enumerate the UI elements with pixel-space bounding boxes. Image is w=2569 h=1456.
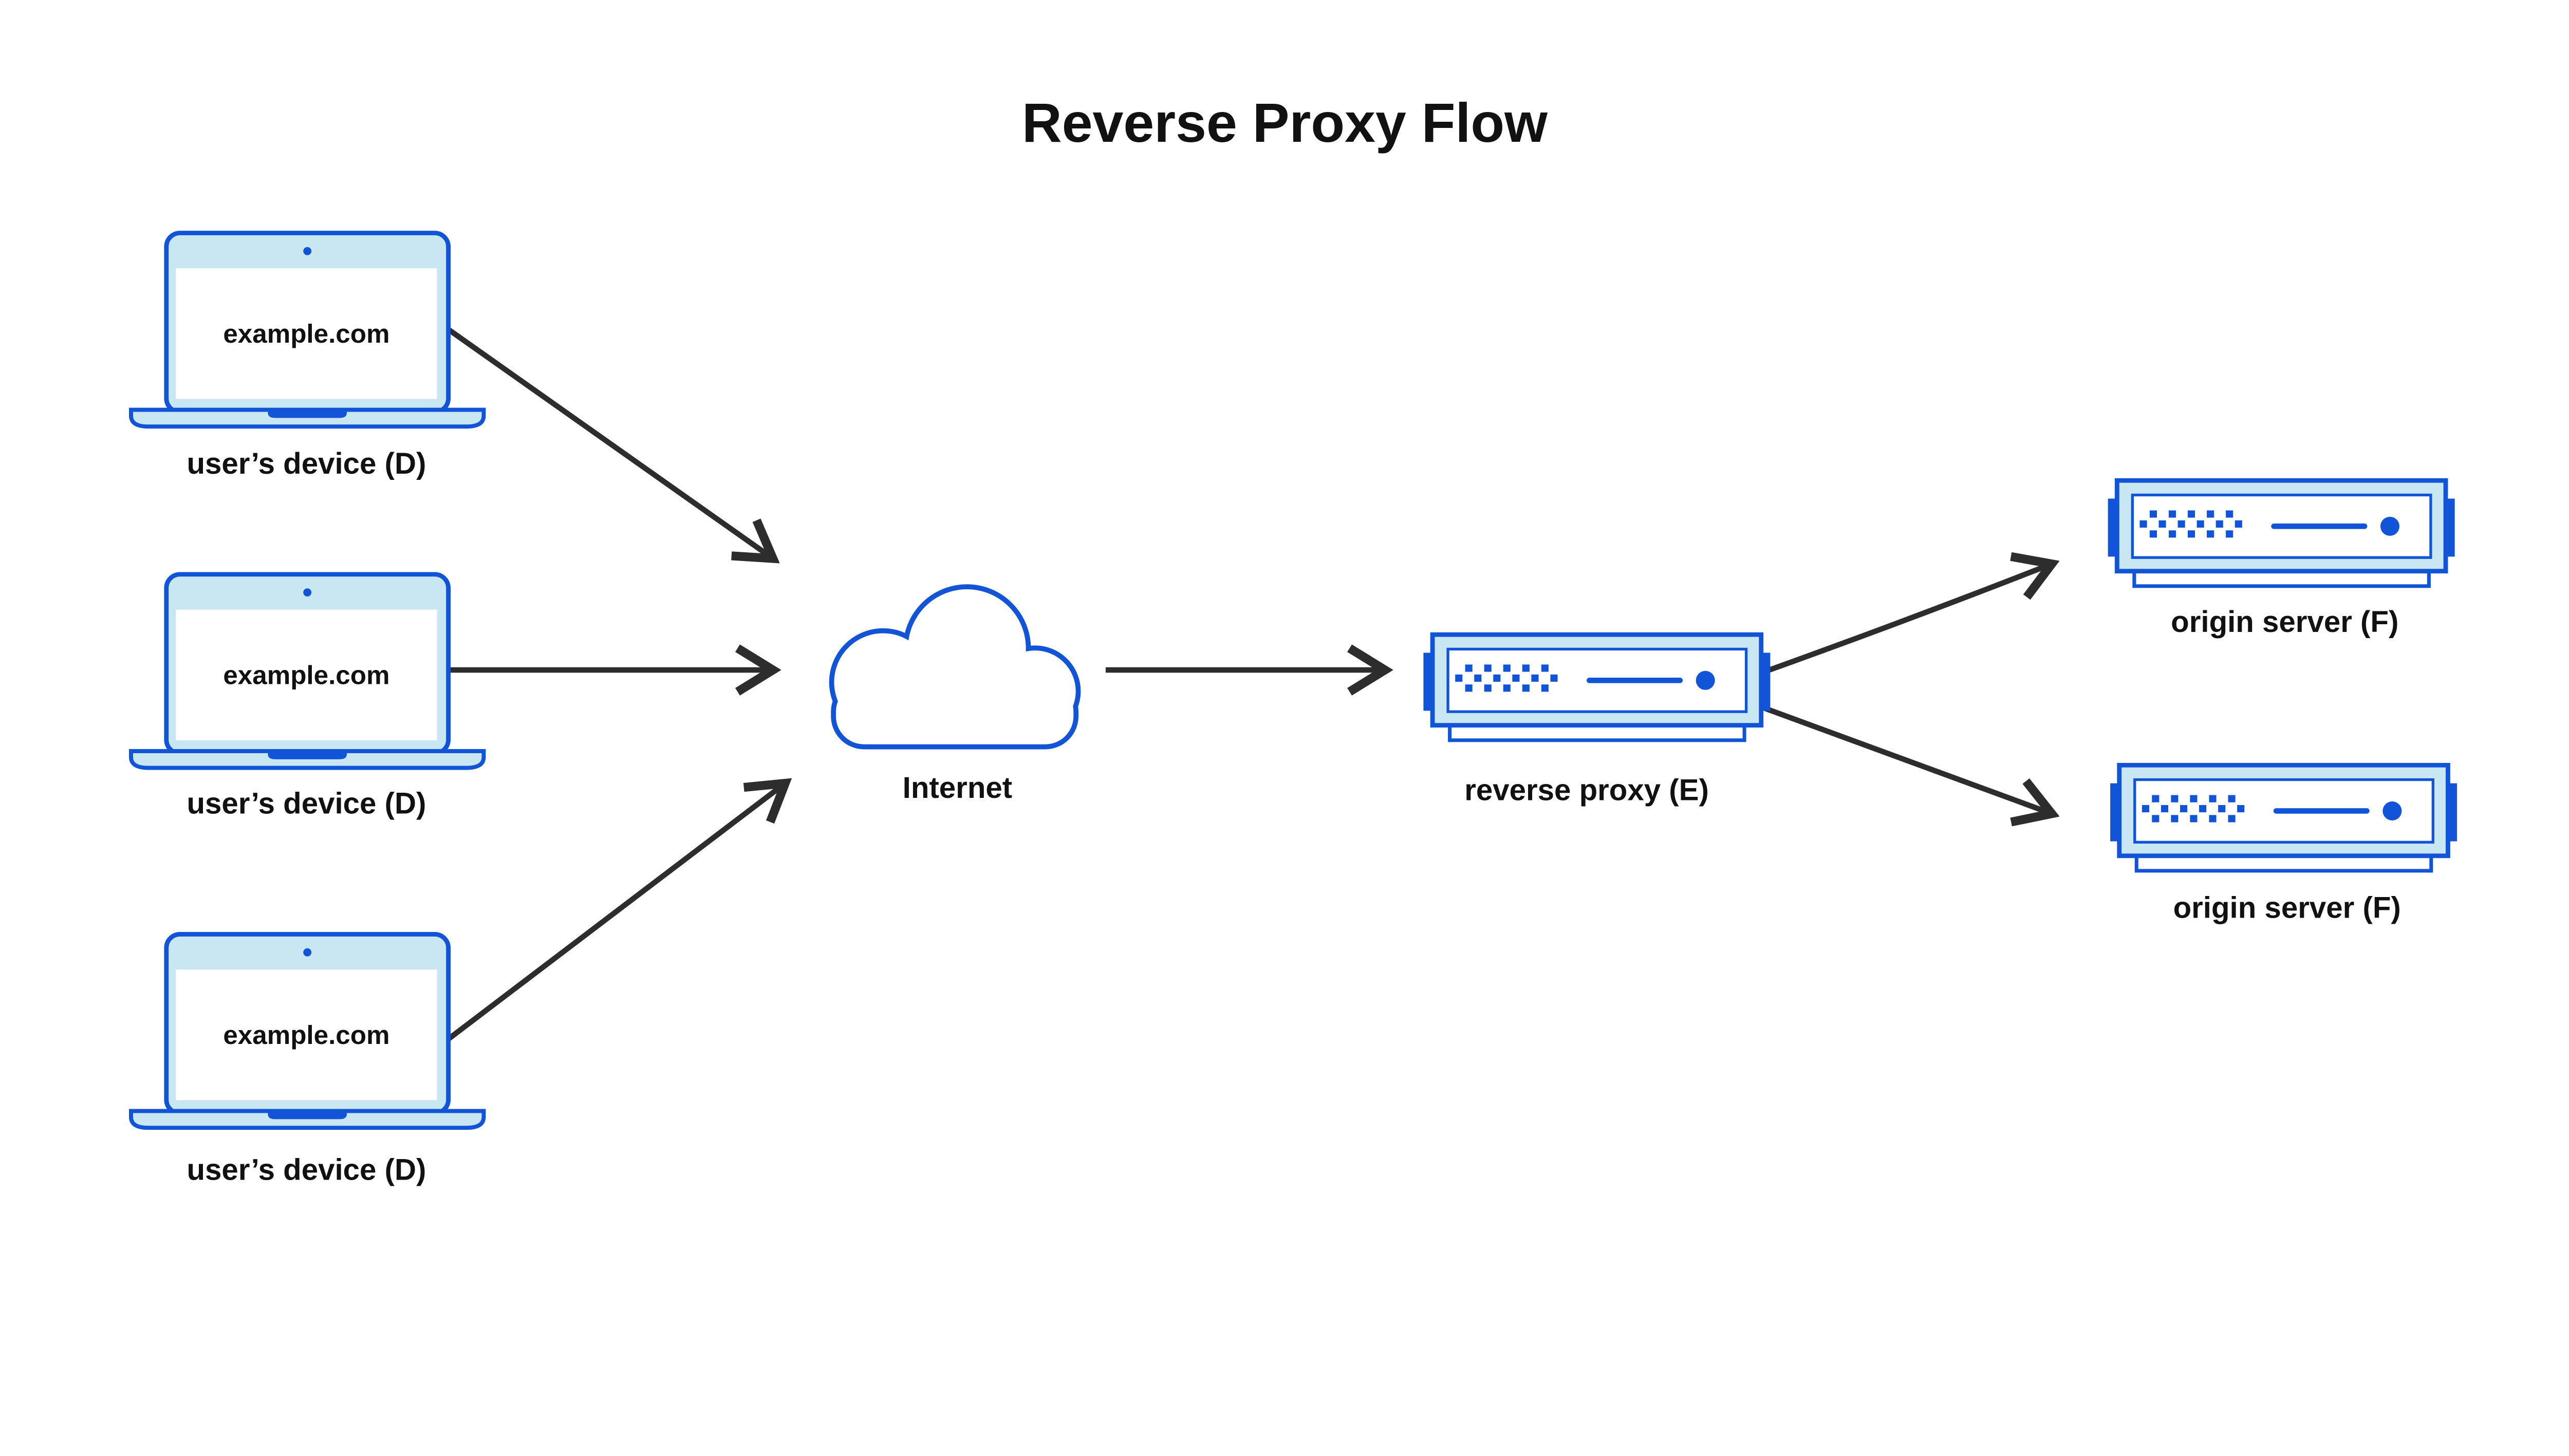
device3-screen-text: example.com	[223, 1020, 389, 1050]
device1-label: user’s device (D)	[187, 447, 426, 480]
node-origin-server-2	[2110, 765, 2457, 871]
arrow-proxy-to-origin1	[1757, 564, 2052, 677]
rack-server-icon	[1423, 634, 1770, 740]
origin-server2-label: origin server (F)	[2173, 891, 2401, 925]
rack-server-icon	[2110, 765, 2457, 871]
cloud-icon-fill	[834, 589, 1076, 744]
device1-screen-text: example.com	[223, 319, 389, 348]
node-user-device-1: example.com	[131, 233, 483, 427]
node-user-device-2: example.com	[131, 574, 483, 768]
node-internet	[829, 584, 1081, 750]
device3-label: user’s device (D)	[187, 1153, 426, 1187]
diagram-title: Reverse Proxy Flow	[1022, 92, 1548, 154]
device2-screen-text: example.com	[223, 660, 389, 689]
node-reverse-proxy	[1423, 634, 1770, 740]
edges	[446, 327, 2052, 1042]
reverse-proxy-label: reverse proxy (E)	[1464, 773, 1709, 807]
arrow-device3-to-internet	[446, 783, 785, 1042]
arrow-device1-to-internet	[446, 327, 773, 558]
node-origin-server-1	[2108, 480, 2455, 586]
diagram-canvas: Reverse Proxy Flow example.com user’s de…	[128, 92, 2460, 1187]
origin-server1-label: origin server (F)	[2171, 605, 2398, 639]
device2-label: user’s device (D)	[187, 787, 426, 820]
node-user-device-3: example.com	[131, 934, 483, 1128]
arrow-proxy-to-origin2	[1757, 703, 2052, 814]
internet-label: Internet	[903, 771, 1012, 805]
reverse-proxy-flow-diagram: Reverse Proxy Flow example.com user’s de…	[128, 92, 2460, 1187]
rack-server-icon	[2108, 480, 2455, 586]
